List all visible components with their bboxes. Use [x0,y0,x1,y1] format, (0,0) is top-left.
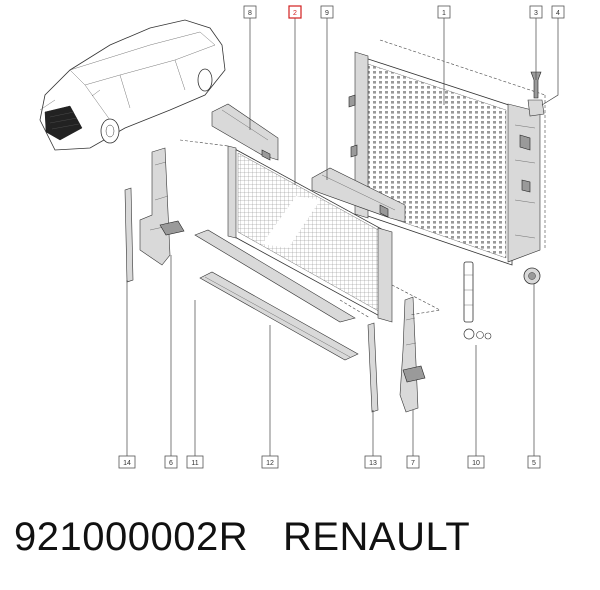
seal-part-12 [199,271,359,361]
svg-text:3: 3 [534,10,538,17]
side-deflector-part-7 [399,296,426,413]
svg-text:12: 12 [266,460,274,467]
bracket-part-8 [211,103,279,161]
callout-1: 1 [437,5,451,19]
seal-part-11 [194,229,356,323]
callout-2: 2 [288,5,302,19]
callout-3: 3 [529,5,543,19]
callout-10: 10 [467,455,485,469]
svg-text:13: 13 [369,460,377,467]
dryer-cartridge-part-10 [463,261,492,340]
svg-text:11: 11 [191,460,198,467]
svg-text:1: 1 [442,10,446,17]
svg-text:5: 5 [532,460,536,467]
svg-text:9: 9 [325,10,329,17]
svg-text:7: 7 [411,460,415,467]
callout-12: 12 [261,455,279,469]
svg-text:14: 14 [123,460,131,467]
callout-8: 8 [243,5,257,19]
svg-text:10: 10 [472,460,480,467]
vehicle-illustration [39,19,226,151]
clip-part-4 [527,99,545,117]
clip-part-3 [530,71,542,99]
bracket-part-9 [311,167,406,223]
part-caption: 921000002R RENAULT [14,515,470,565]
seal-part-13 [367,322,379,413]
leader-lines [126,18,559,456]
callout-5: 5 [527,455,541,469]
seal-part-14 [124,187,134,283]
svg-text:8: 8 [248,10,252,17]
part-number: 921000002R [14,515,249,559]
callout-13: 13 [364,455,382,469]
callout-4: 4 [551,5,565,19]
brand-name: RENAULT [282,515,471,559]
side-deflector-part-6 [139,147,185,266]
callout-14: 14 [118,455,136,469]
condenser-part-2 [227,145,393,323]
callout-6: 6 [164,455,178,469]
mount-part-5 [523,267,541,285]
svg-text:4: 4 [556,10,560,17]
svg-text:6: 6 [169,460,173,467]
callout-9: 9 [320,5,334,19]
callout-11: 11 [186,455,204,469]
svg-text:2: 2 [293,10,297,17]
callout-7: 7 [406,455,420,469]
